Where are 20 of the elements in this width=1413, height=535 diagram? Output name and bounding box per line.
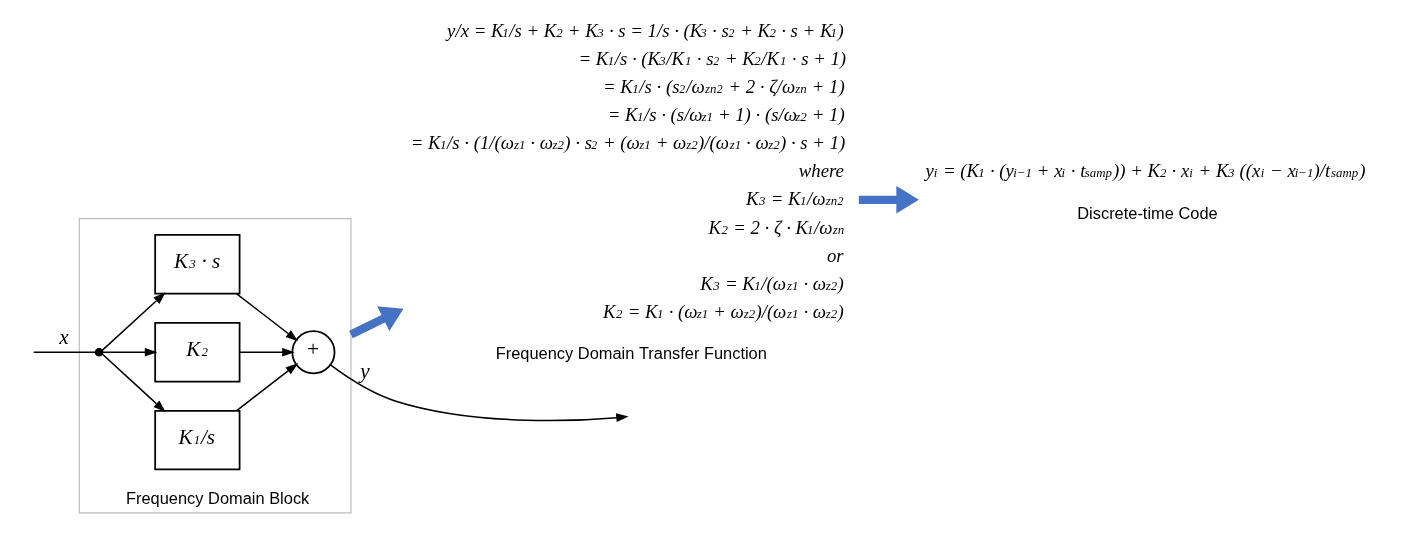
arrow	[236, 363, 299, 412]
node-box: K1/s	[154, 409, 241, 471]
arrow	[101, 347, 158, 357]
node-text: yi = (K1 · (yi−1 + xi · tsamp)) + K2 · xi + K3 ((xi − xi−1)/tsamp)	[925, 160, 1366, 182]
arrow	[858, 186, 919, 214]
node-label: Frequency Domain Transfer Function	[495, 344, 767, 363]
arrow	[238, 347, 295, 357]
connector	[32, 351, 97, 353]
node-box: K2	[154, 322, 241, 383]
arrow	[101, 292, 166, 352]
node-label: Discrete-time Code	[1077, 203, 1218, 222]
node-circle: +	[291, 330, 336, 375]
arrow	[349, 306, 404, 339]
edge-label: x	[59, 325, 69, 350]
arrow	[329, 364, 629, 422]
edge-label: y	[360, 359, 370, 384]
node-circle	[94, 347, 104, 357]
arrow	[101, 353, 166, 413]
node-box: K3 · s	[154, 234, 241, 295]
arrow	[236, 293, 299, 342]
